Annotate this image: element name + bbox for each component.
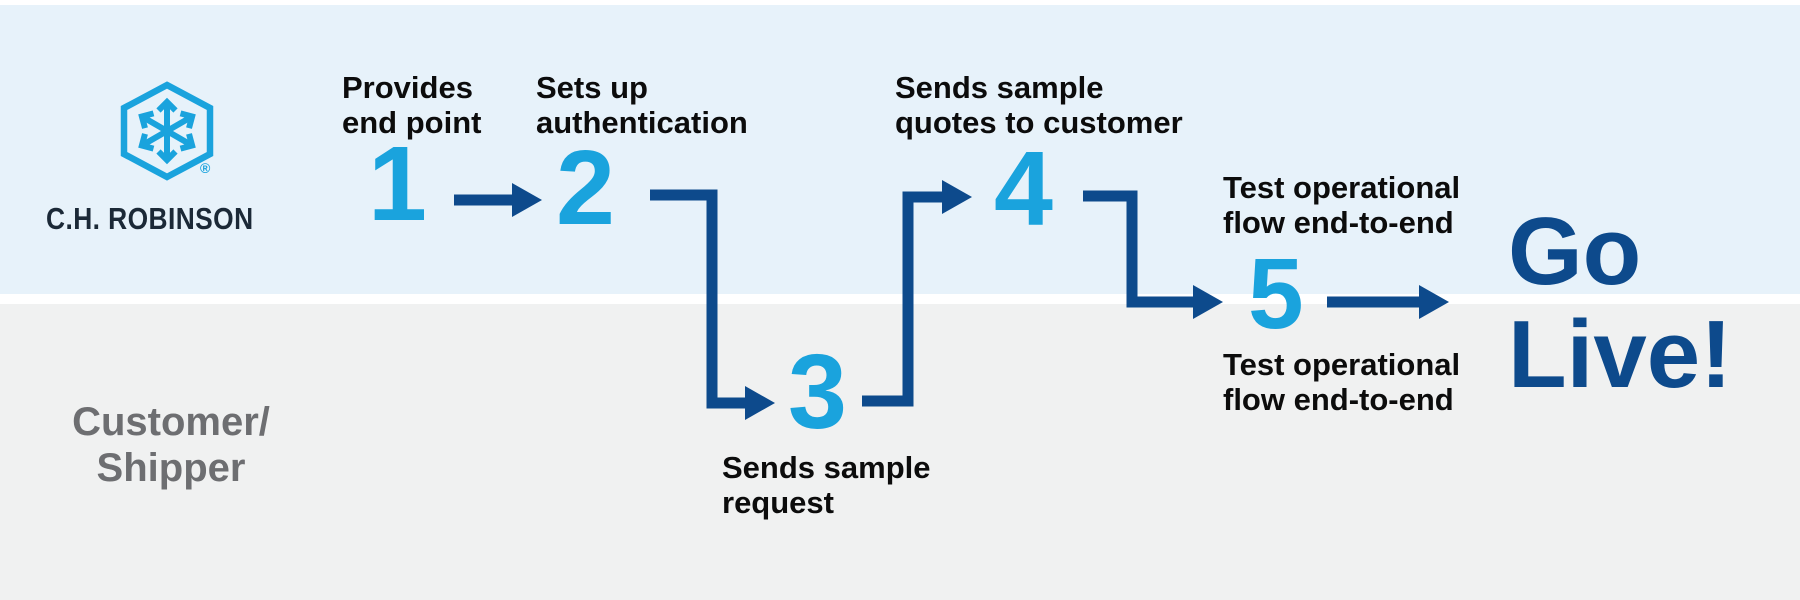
step5-label-top: Test operational flow end-to-end	[1223, 170, 1461, 240]
step3-label: Sends sample request	[722, 450, 931, 520]
hexagon-cube-arrows-icon	[120, 81, 214, 181]
step5-number: 5	[1248, 238, 1304, 350]
arrow-4-to-5-icon	[1083, 190, 1223, 319]
step3-number: 3	[788, 333, 847, 451]
step5-label-bottom: Test operational flow end-to-end	[1223, 347, 1461, 417]
chrobinson-lane-band	[0, 5, 1800, 294]
arrow-5-to-golive-icon	[1327, 285, 1449, 319]
step4-number: 4	[994, 130, 1053, 248]
step4-label: Sends sample quotes to customer	[895, 70, 1183, 140]
step1-number: 1	[368, 125, 427, 243]
ch-robinson-logo	[118, 78, 216, 184]
arrow-3-to-4-icon	[862, 180, 972, 407]
step1-label: Provides end point	[342, 70, 482, 140]
customer-shipper-lane-label: Customer/ Shipper	[72, 400, 270, 490]
arrow-1-to-2-icon	[454, 183, 542, 217]
brand-wordmark: C.H. ROBINSON	[46, 201, 254, 236]
step2-label: Sets up authentication	[536, 70, 748, 140]
registered-trademark: ®	[200, 160, 211, 176]
customer-lane-band	[0, 304, 1800, 600]
go-live-text: Go Live!	[1508, 198, 1733, 408]
step2-number: 2	[556, 129, 615, 247]
arrow-2-to-3-icon	[650, 189, 775, 420]
